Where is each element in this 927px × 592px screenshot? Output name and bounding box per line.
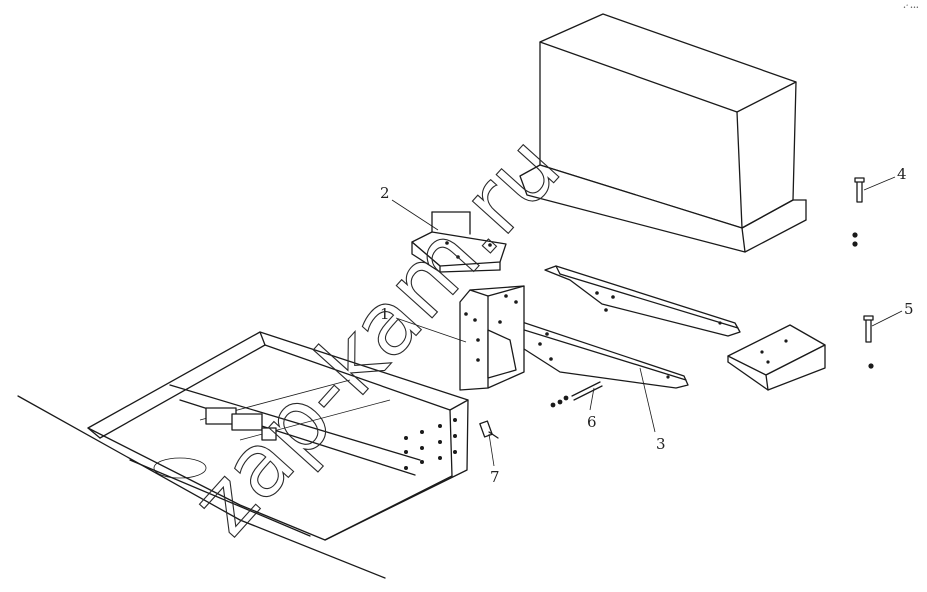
battery-box-cover — [519, 13, 807, 253]
part-2-bracket — [411, 211, 507, 273]
part-3-lower-arm — [491, 315, 689, 389]
callout-4: 4 — [897, 165, 907, 183]
part-6-bolt — [550, 381, 603, 408]
part-7-bolt — [479, 420, 499, 439]
right-side-bracket — [727, 324, 826, 391]
callout-2: 2 — [380, 184, 390, 202]
callout-3: 3 — [656, 435, 666, 453]
part-3-upper-arm — [544, 265, 741, 337]
callout-6: 6 — [587, 413, 597, 431]
truck-frame — [17, 331, 469, 579]
callout-1: 1 — [380, 305, 390, 323]
part-1-mounting-plate — [459, 285, 525, 391]
callout-5: 5 — [904, 300, 914, 318]
part-4-bolt — [852, 177, 865, 247]
callout-7: 7 — [490, 468, 500, 486]
corner-mark: •˚ ••• — [903, 4, 919, 11]
part-5-bolt — [863, 315, 874, 369]
leader-lines — [391, 176, 903, 467]
